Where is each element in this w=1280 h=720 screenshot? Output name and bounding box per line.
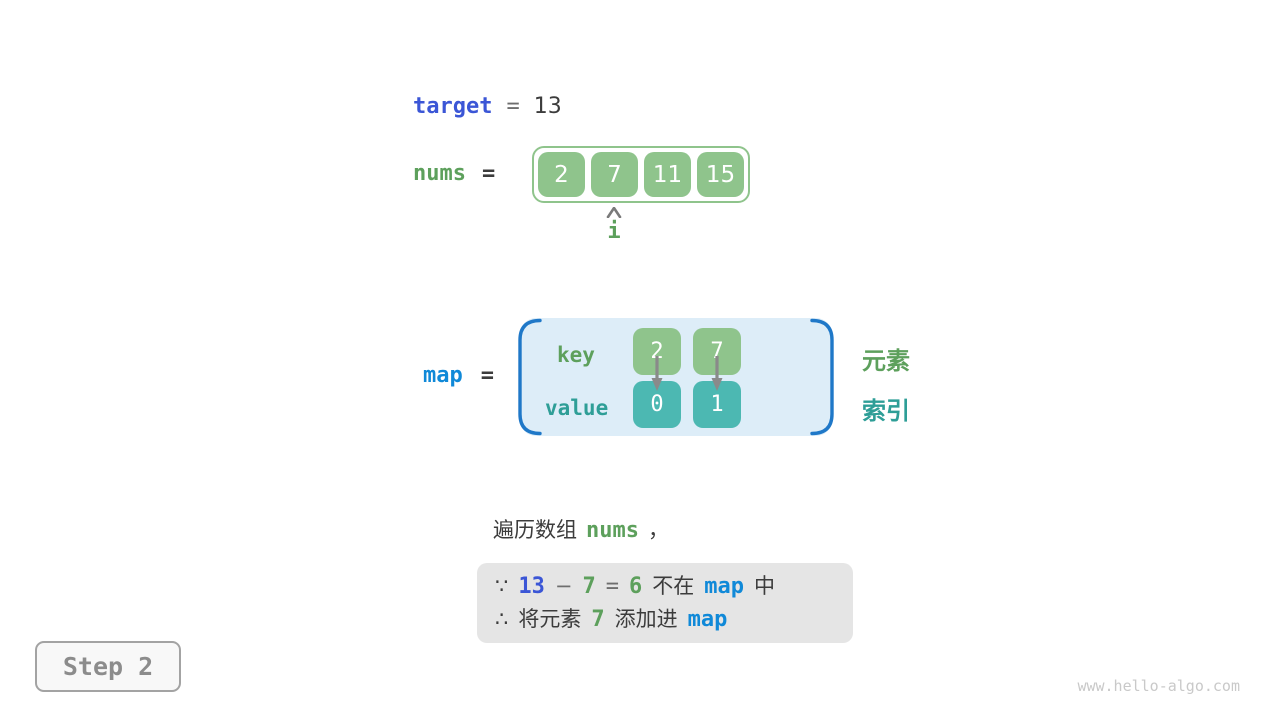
note-line-1: ∵ 13 − 7 = 6 不在 map 中 xyxy=(495,570,853,603)
arrow-down-icon xyxy=(711,356,723,391)
element-side-label: 元素 xyxy=(862,347,910,375)
array-cell: 7 xyxy=(591,152,638,197)
note-map-ref: map xyxy=(704,574,744,599)
nums-array: 2 7 11 15 xyxy=(532,146,750,203)
target-variable: target xyxy=(413,94,493,119)
step-badge-label: Step 2 xyxy=(62,652,154,681)
index-pointer: i xyxy=(606,207,622,244)
because-symbol: ∵ xyxy=(495,574,509,598)
watermark: www.hello-algo.com xyxy=(1077,677,1240,695)
note-map-ref: map xyxy=(687,607,728,632)
caption-line: 遍历数组 nums ， xyxy=(493,514,669,544)
caption-comma: ， xyxy=(647,518,669,542)
map-variable: map xyxy=(423,363,463,388)
map-container: key value 2 7 0 1 xyxy=(518,318,834,436)
pointer-label: i xyxy=(607,219,621,244)
target-value: 13 xyxy=(533,94,562,119)
array-cell: 2 xyxy=(538,152,585,197)
map-value-cell: 1 xyxy=(693,381,741,428)
index-side-label: 索引 xyxy=(862,397,910,425)
note-text: 中 xyxy=(753,574,775,598)
note-target-value: 13 xyxy=(518,574,545,599)
equals-sign: = xyxy=(605,574,619,599)
note-current-num: 7 xyxy=(582,574,596,599)
map-label-row: map = xyxy=(423,363,494,388)
note-box: ∵ 13 − 7 = 6 不在 map 中 ∴ 将元素 7 添加进 map xyxy=(477,563,853,643)
note-current-num: 7 xyxy=(591,607,605,632)
note-text: 添加进 xyxy=(614,607,678,631)
arrow-down-icon xyxy=(651,356,663,391)
note-line-2: ∴ 将元素 7 添加进 map xyxy=(495,603,853,636)
caption-prefix: 遍历数组 xyxy=(493,518,577,542)
target-equals: = xyxy=(506,94,520,119)
map-right-bracket xyxy=(810,318,834,436)
map-left-bracket xyxy=(518,318,542,436)
therefore-symbol: ∴ xyxy=(495,607,509,631)
array-cell: 15 xyxy=(697,152,744,197)
nums-label-row: nums = xyxy=(413,161,495,186)
target-row: target = 13 xyxy=(413,94,562,119)
nums-equals: = xyxy=(481,161,496,186)
note-text: 将元素 xyxy=(518,607,582,631)
nums-variable: nums xyxy=(413,161,466,186)
caret-up-icon xyxy=(606,207,622,218)
step-badge: Step 2 xyxy=(35,641,181,692)
map-key-label: key xyxy=(557,343,595,367)
note-text: 不在 xyxy=(652,574,695,598)
map-equals: = xyxy=(480,363,494,388)
note-diff-value: 6 xyxy=(628,574,643,599)
map-value-cell: 0 xyxy=(633,381,681,428)
caption-variable: nums xyxy=(586,518,639,543)
minus-sign: − xyxy=(554,574,573,598)
array-cell: 11 xyxy=(644,152,691,197)
map-value-label: value xyxy=(545,396,609,420)
